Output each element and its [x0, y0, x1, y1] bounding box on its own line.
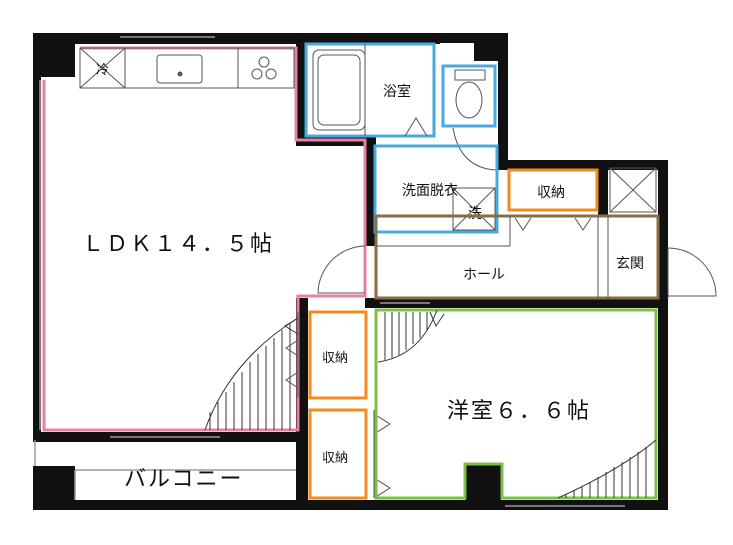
storage-top-outline: [507, 168, 599, 212]
entrance-door: [667, 247, 717, 298]
washroom-outline: [373, 144, 499, 234]
storage-low-outline: [308, 408, 368, 500]
western-door-swing: [377, 309, 445, 363]
kitchen-counter: [79, 47, 295, 89]
fridge-label: 冷: [96, 63, 109, 78]
walls: [33, 33, 668, 510]
western-label: 洋室６．６帖: [447, 399, 591, 424]
storage-low-doors: [373, 410, 391, 499]
toilet-outline: [441, 64, 497, 128]
bath-label: 浴室: [383, 83, 411, 100]
bathtub: [312, 44, 428, 137]
entrance-label: 玄関: [616, 255, 644, 272]
ldk-door-swing: [204, 317, 299, 431]
washroom-label: 洗面脱衣: [402, 183, 458, 199]
storage-mid-doors: [285, 312, 299, 398]
void-box: [609, 167, 657, 213]
washer-pan: [452, 187, 496, 231]
hall-label: ホール: [463, 267, 505, 283]
balcony-label: バルコニー: [124, 467, 244, 492]
storage-mid-label: 収納: [322, 351, 348, 366]
storage-low-label: 収納: [322, 451, 348, 466]
western-outline: [374, 308, 658, 500]
hall-outline: [374, 214, 660, 300]
ldk-outline: [42, 46, 367, 432]
western-window-swing: [557, 439, 657, 499]
window-lines: [34, 36, 625, 507]
toilet-fixture: [452, 69, 497, 171]
washer-label: 洗: [468, 206, 482, 222]
ldk-label: ＬＤＫ１４．５帖: [82, 232, 274, 257]
hall-details: [376, 216, 609, 298]
storage-top-label: 収納: [537, 185, 565, 201]
bath-outline: [304, 42, 436, 138]
storage-mid-outline: [308, 310, 368, 400]
ldk-hall-door-arc: [317, 245, 366, 294]
